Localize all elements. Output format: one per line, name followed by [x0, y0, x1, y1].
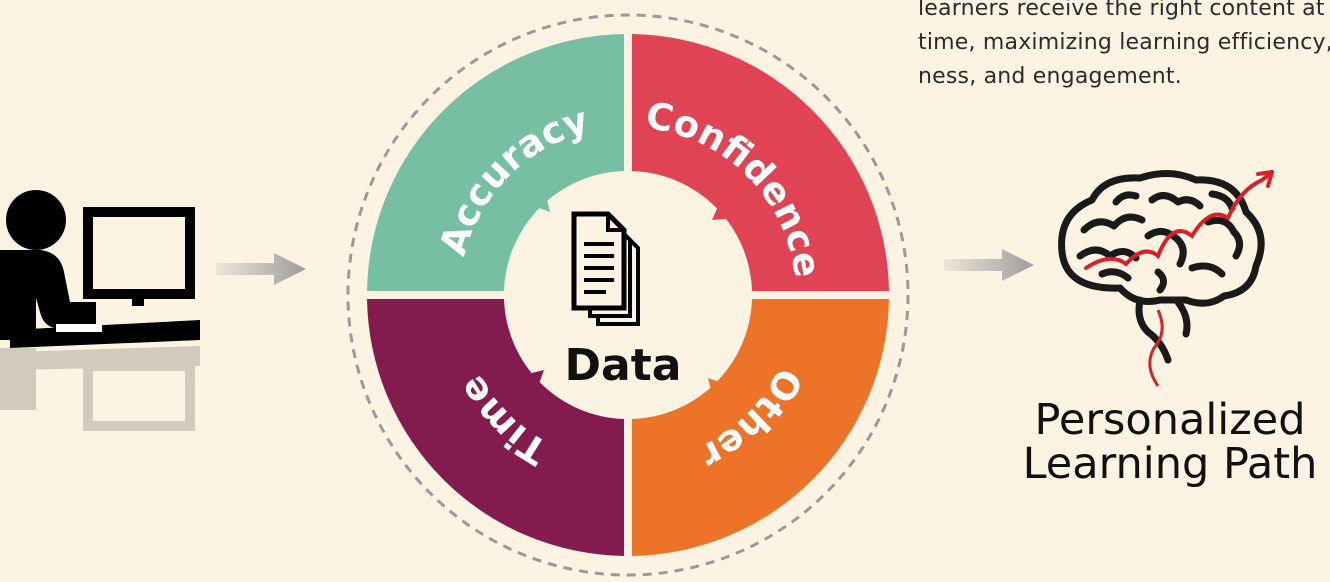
segment-accuracy — [367, 34, 624, 291]
segment-time — [632, 299, 889, 556]
notch-arrow — [708, 378, 730, 402]
notch-arrow — [528, 188, 550, 212]
notch-arrow — [712, 200, 736, 220]
output-title: Personalized Learning Path — [1000, 398, 1330, 486]
right-arrow-icon — [216, 253, 306, 285]
dashed-ring — [346, 13, 910, 577]
person-at-computer-icon — [0, 190, 200, 431]
output-title-line-1: Personalized — [1034, 395, 1306, 445]
notch-arrow — [520, 370, 544, 392]
right-arrow-icon — [944, 249, 1034, 281]
description-line-2: time, maximizing learning efficiency, — [918, 30, 1330, 55]
segment-other — [367, 299, 624, 556]
description-line-1: learners receive the right content at — [918, 0, 1325, 21]
segment-confidence — [632, 34, 889, 291]
output-title-line-2: Learning Path — [1022, 439, 1318, 489]
document-stack-icon — [571, 211, 640, 326]
brain-maze-icon — [1058, 170, 1274, 387]
data-cycle-diagram: Accuracy Confidence Time Other Data — [346, 13, 910, 577]
center-label: Data — [565, 340, 682, 391]
description-line-3: ness, and engagement. — [918, 64, 1182, 89]
description-text: learners receive the right content at ti… — [918, 0, 1330, 94]
